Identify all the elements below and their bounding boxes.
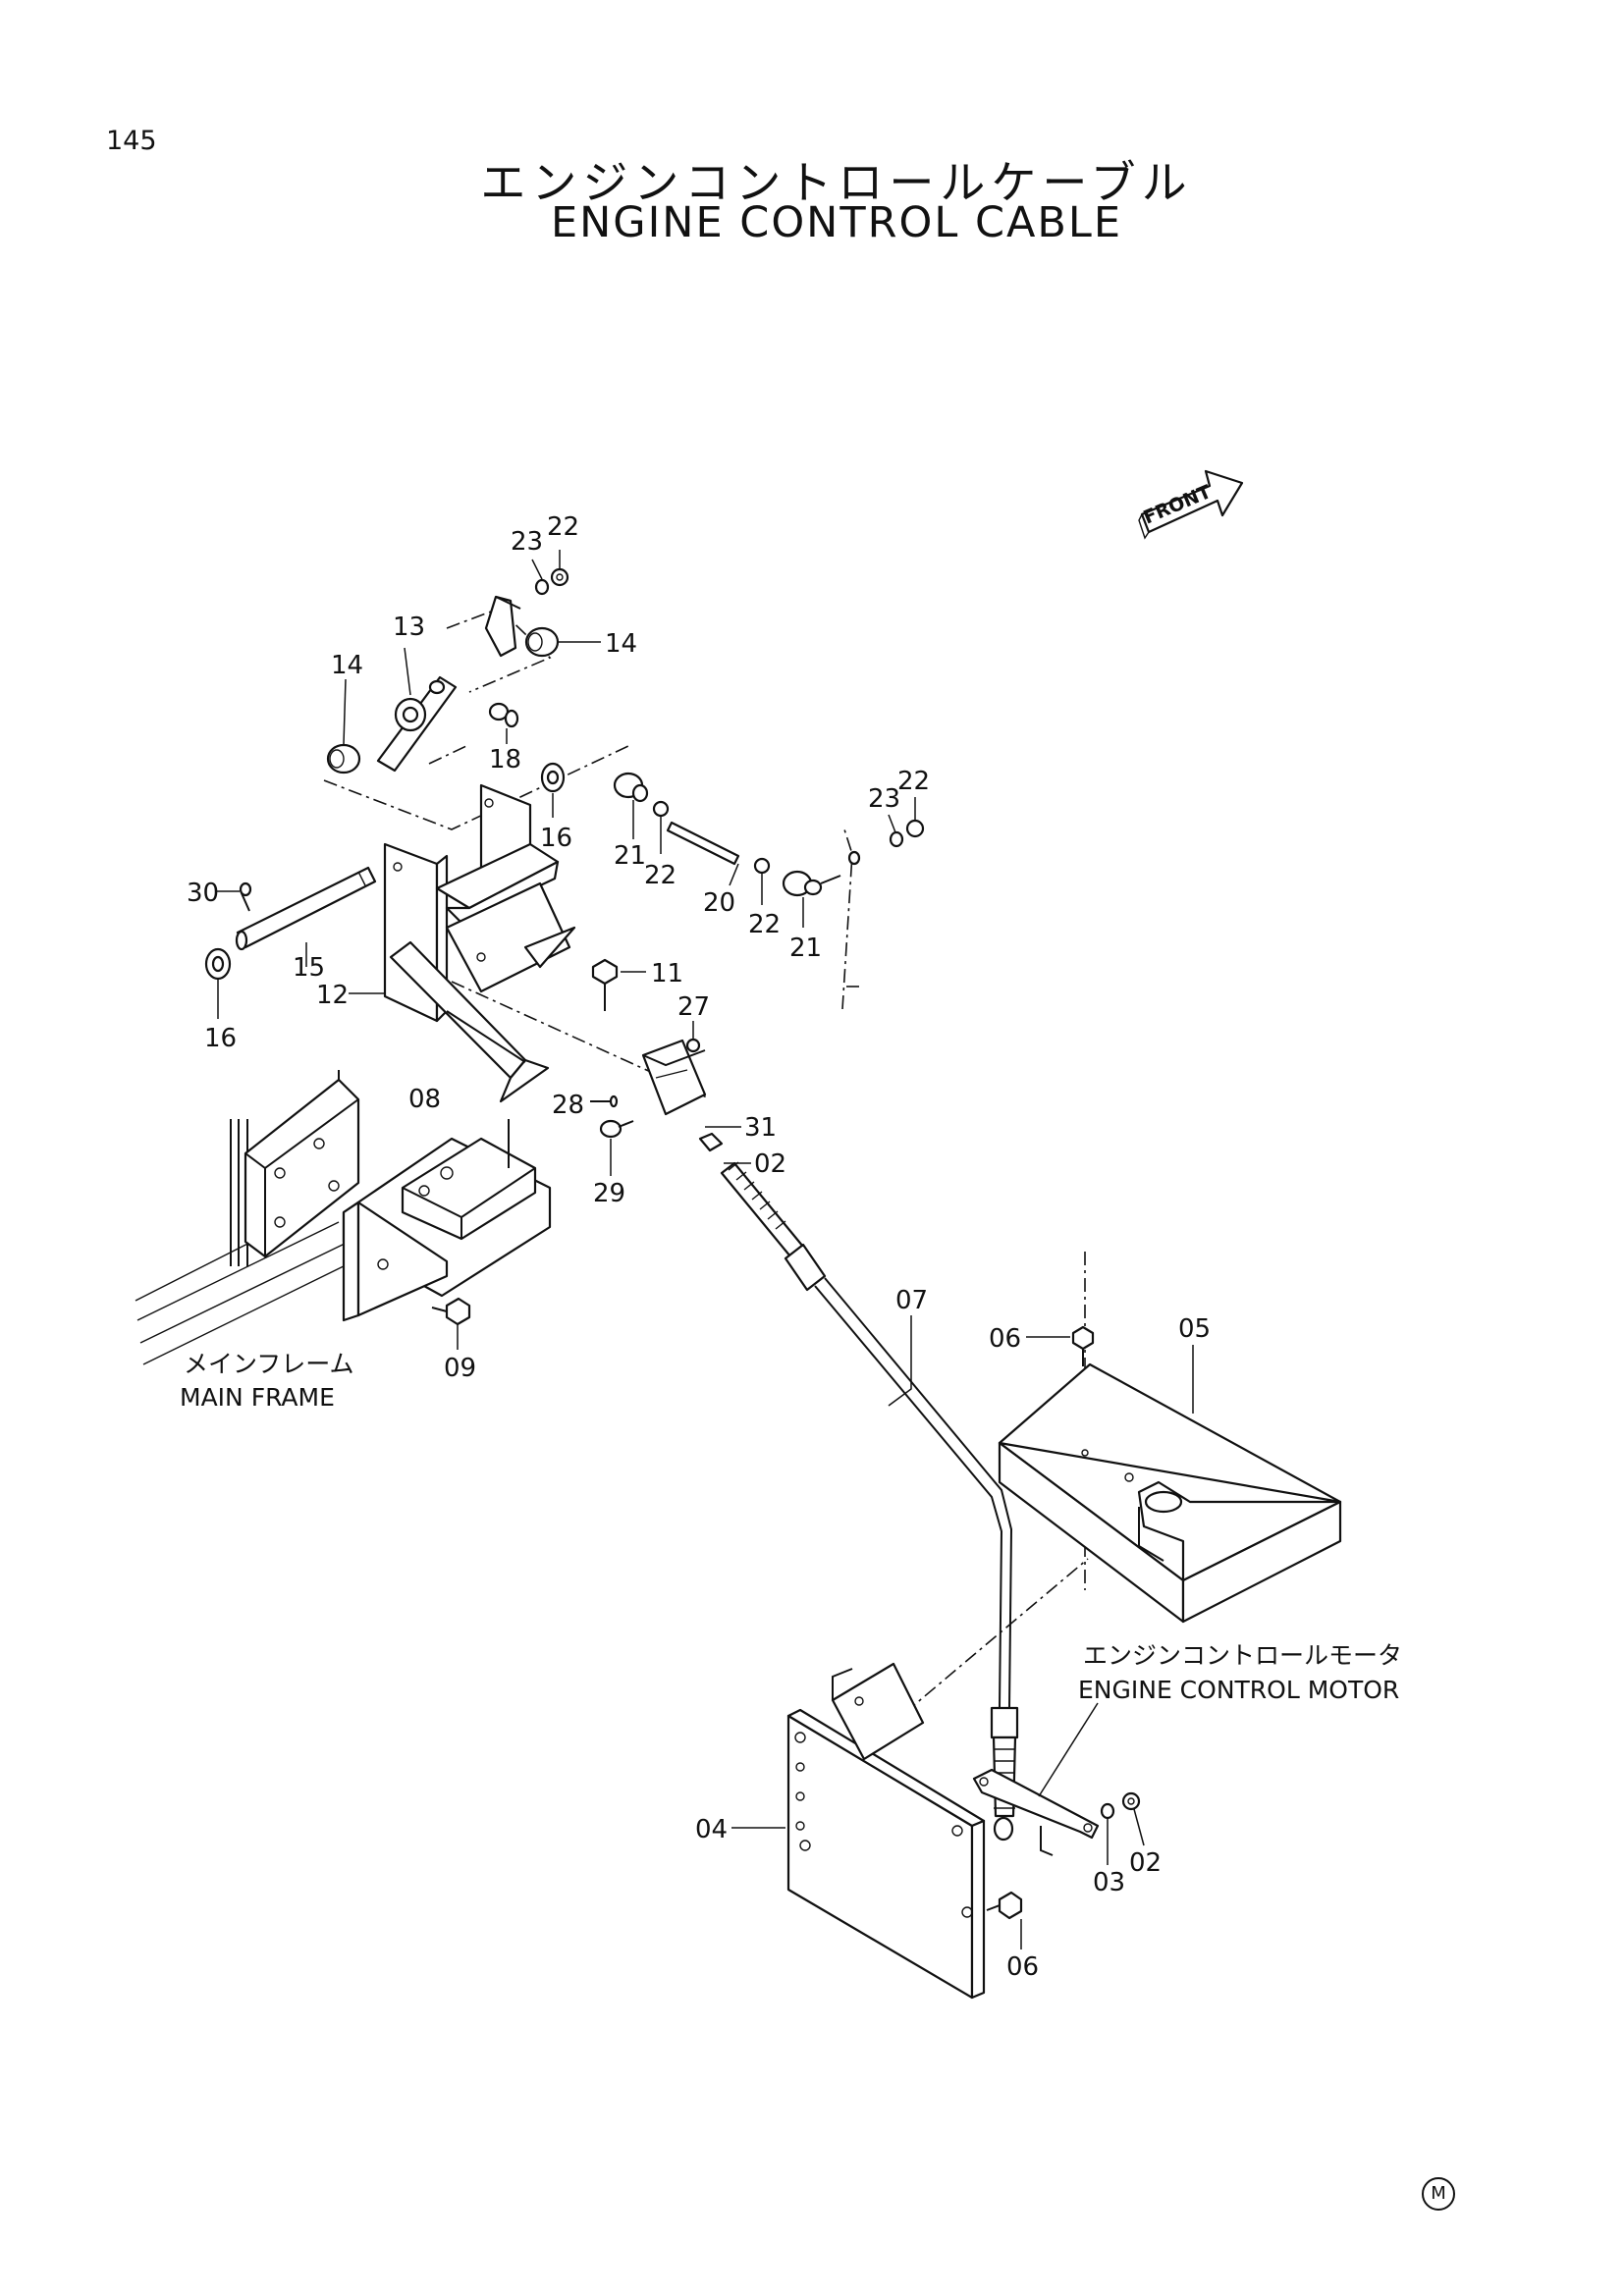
bolt-09 — [431, 1297, 471, 1326]
callout-30: 30 — [187, 879, 219, 908]
callout-08: 08 — [408, 1085, 441, 1114]
lever-stand-12 — [383, 783, 576, 1103]
grease-nipple-18 — [488, 702, 519, 728]
controller-block-05 — [998, 1362, 1342, 1624]
mounting-plate-04 — [786, 1662, 986, 2000]
front-label: FRONT — [1140, 481, 1214, 529]
rod-20 — [666, 821, 740, 866]
callout-21-left: 21 — [614, 841, 646, 871]
lever-13 — [376, 675, 458, 773]
callout-06-top: 06 — [989, 1324, 1021, 1354]
page-title-japanese: エンジンコントロールケーブル — [480, 156, 1193, 209]
callout-02-cable: 02 — [754, 1149, 786, 1179]
nut-02-cable — [698, 1132, 724, 1152]
callout-15: 15 — [293, 953, 325, 983]
callout-22-right: 22 — [748, 910, 781, 939]
callout-07: 07 — [895, 1286, 928, 1315]
front-arrow-icon: FRONT — [1138, 469, 1244, 540]
pin-28 — [590, 1095, 619, 1108]
callout-29: 29 — [593, 1179, 625, 1208]
main-frame-label-jp: メインフレーム — [184, 1350, 354, 1378]
callout-16-right: 16 — [540, 824, 572, 853]
ball-joint-21 — [613, 772, 841, 897]
callout-03: 03 — [1093, 1868, 1125, 1897]
cotter-pin-30 — [239, 881, 252, 912]
washer-23-right — [847, 830, 904, 866]
mount-bracket-08 — [342, 1119, 552, 1322]
pin-29 — [599, 1119, 634, 1139]
main-frame — [135, 1070, 360, 1365]
nut-22-top — [550, 567, 569, 587]
washer-16 — [204, 762, 566, 981]
washer-03 — [1100, 1802, 1115, 1820]
callout-22-left: 22 — [644, 861, 677, 890]
bush-14 — [326, 626, 560, 774]
callout-leaders — [216, 550, 1194, 1949]
callout-31: 31 — [744, 1113, 777, 1143]
callout-23-top: 23 — [511, 527, 543, 557]
bolt-06-top — [1071, 1325, 1095, 1366]
callout-14-right: 14 — [605, 629, 637, 659]
registered-mark-icon: M — [1422, 2177, 1455, 2211]
callout-21-right: 21 — [789, 934, 822, 963]
callout-16-left: 16 — [204, 1024, 237, 1053]
motor-bracket — [972, 1768, 1100, 1856]
callout-14-left: 14 — [331, 651, 363, 680]
pin-15 — [235, 866, 377, 951]
engine-motor-label: ENGINE CONTROL MOTOR — [1078, 1676, 1399, 1704]
bolt-11 — [591, 958, 619, 1011]
callout-09: 09 — [444, 1354, 476, 1383]
washer-23-top — [534, 578, 550, 596]
callout-numbers: 23 22 14 13 14 18 16 21 22 20 22 21 23 2… — [187, 512, 1211, 1982]
callout-27: 27 — [677, 992, 710, 1022]
callout-20: 20 — [703, 888, 735, 918]
callout-23-right: 23 — [868, 784, 900, 814]
page-title: ENGINE CONTROL CABLE — [550, 198, 1123, 247]
washer-27 — [685, 1038, 701, 1053]
callout-02-motor: 02 — [1129, 1848, 1162, 1878]
nut-02-motor — [1121, 1791, 1141, 1811]
callout-11: 11 — [651, 959, 683, 988]
callout-04: 04 — [695, 1815, 728, 1844]
engine-motor-label-jp: エンジンコントロールモータ — [1083, 1641, 1402, 1670]
callout-12: 12 — [316, 981, 349, 1010]
callout-05: 05 — [1178, 1314, 1211, 1344]
callout-22-top: 22 — [547, 512, 579, 542]
lever-bracket — [484, 595, 521, 658]
page-number: 145 — [106, 126, 157, 156]
callout-13: 13 — [393, 613, 425, 642]
callout-28: 28 — [552, 1091, 584, 1120]
diagram-labels: メインフレーム MAIN FRAME エンジンコントロールモータ ENGINE … — [180, 1350, 1402, 1704]
clamp-31 — [641, 1039, 707, 1116]
main-frame-label: MAIN FRAME — [180, 1383, 335, 1412]
callout-06-bottom: 06 — [1006, 1952, 1039, 1982]
callout-22-farright: 22 — [897, 767, 930, 796]
callout-18: 18 — [489, 745, 521, 774]
bolt-06-bottom — [986, 1891, 1023, 1920]
